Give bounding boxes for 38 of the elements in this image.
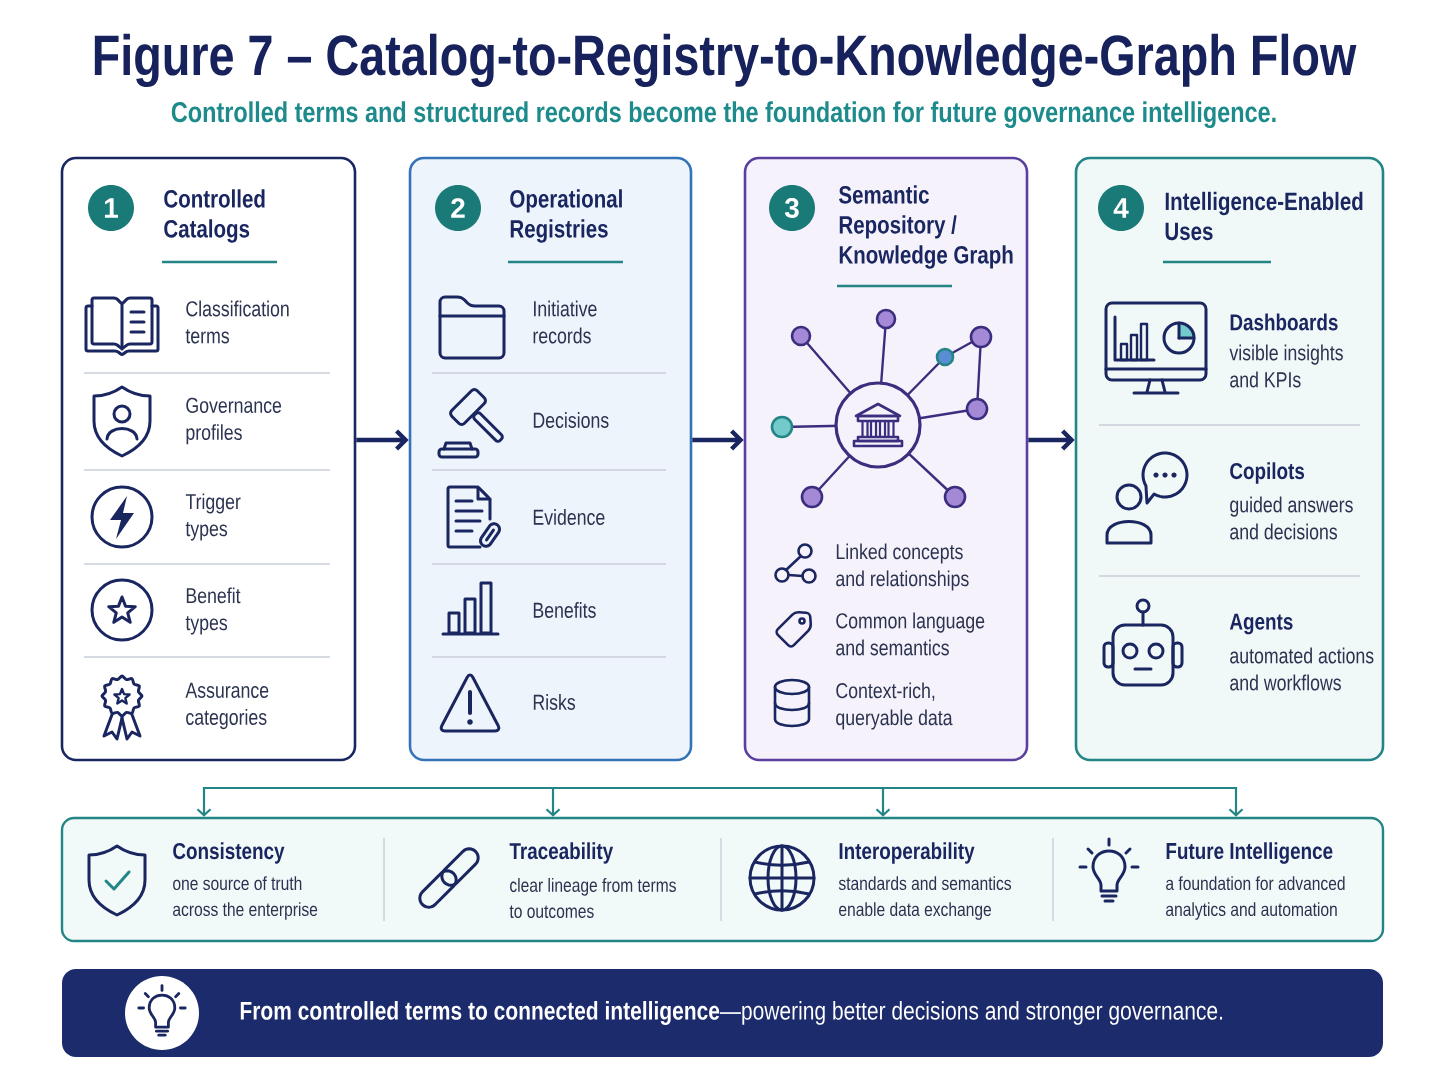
item-label: Trigger types (185, 493, 241, 541)
item-description: automated actions and workflows (1230, 647, 1374, 691)
number-badge: 1 (88, 185, 134, 231)
section-heading: Interoperability (839, 842, 975, 864)
item-label: Governance profiles (186, 397, 282, 445)
item-label: Initiative records (533, 300, 597, 344)
panel-heading: Intelligence-Enabled Uses (1165, 191, 1363, 241)
banner: From controlled terms to connected intelligence—powering better decisions and stronger governance. (62, 969, 1383, 1057)
number-badge: 4 (1098, 185, 1144, 231)
title: Figure 7 – Catalog-to-Registry-to-Knowledge-Graph Flow (94, 33, 1357, 88)
item-label: Classification terms (185, 300, 289, 344)
section-heading: Future Intelligence (1166, 842, 1333, 864)
section-description: one source of truth across the enterprise (173, 876, 318, 920)
item-label: Assurance categories (185, 682, 269, 730)
section-description: clear lineage from terms to outcomes (509, 878, 676, 918)
section-description: standards and semantics enable data exchange (838, 876, 1012, 920)
item-heading: Agents (1229, 613, 1293, 635)
number-badge: 3 (769, 185, 815, 231)
item-label: Risks (533, 694, 576, 710)
panel-heading: Semantic Repository / Knowledge Graph (839, 185, 1013, 269)
item-label: Common language and semantics (836, 612, 985, 656)
number-badge: 2 (435, 185, 481, 231)
section-heading: Traceability (509, 842, 614, 864)
item-label: Linked concepts and relationships (836, 543, 969, 591)
item-description: visible insights and KPIs (1229, 344, 1343, 388)
item-label: Benefits (533, 602, 596, 618)
item-label: Benefit types (185, 587, 241, 635)
panel-heading: Controlled Catalogs (164, 189, 265, 243)
item-label: Evidence (533, 509, 605, 525)
section-heading: Consistency (173, 842, 285, 864)
item-description: guided answers and decisions (1230, 496, 1353, 540)
item-heading: Copilots (1230, 462, 1305, 484)
item-label: Decisions (533, 412, 609, 428)
section-description: a foundation for advanced analytics and automation (1166, 876, 1345, 920)
item-label: Context-rich, queryable data (836, 682, 953, 730)
subtitle: Controlled terms and structured records become the foundation for future governance intelligence. (171, 101, 1276, 129)
panel-heading: Operational Registries (510, 189, 622, 243)
item-heading: Dashboards (1230, 313, 1338, 331)
